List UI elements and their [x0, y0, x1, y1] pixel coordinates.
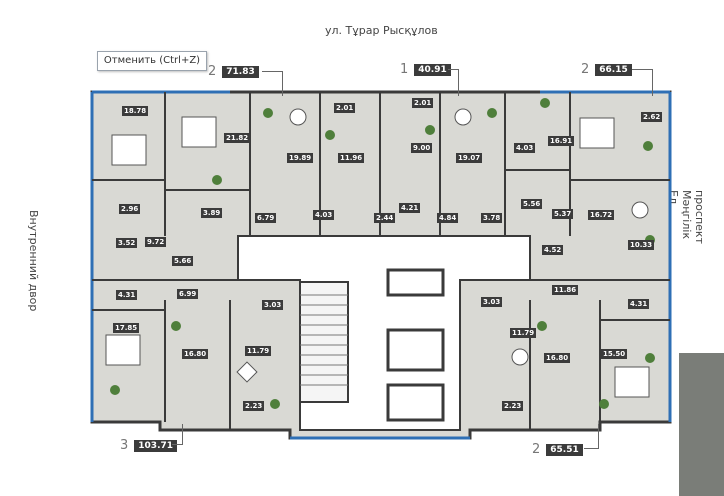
room-area-label: 4.84 — [437, 213, 459, 223]
room-area-label: 19.07 — [456, 153, 483, 163]
room-area-label: 11.96 — [338, 153, 365, 163]
unit-leader-line — [448, 69, 459, 96]
unit-leader-line — [262, 71, 283, 96]
room-area-label: 3.03 — [481, 297, 503, 307]
room-area-label: 4.03 — [313, 210, 335, 220]
room-area-label: 9.72 — [145, 237, 167, 247]
room-area-label: 4.21 — [399, 203, 421, 213]
unit-area: 66.15 — [595, 63, 632, 76]
side-panel-edge — [679, 353, 724, 496]
unit-tag[interactable]: 2 71.83 — [208, 64, 259, 79]
room-area-label: 19.89 — [287, 153, 314, 163]
unit-tag[interactable]: 2 65.51 — [532, 442, 583, 457]
unit-tag[interactable]: 2 66.15 — [581, 62, 632, 77]
room-area-label: 9.00 — [411, 143, 433, 153]
room-area-label: 3.89 — [201, 208, 223, 218]
room-area-label: 5.66 — [172, 256, 194, 266]
room-area-label: 4.31 — [628, 299, 650, 309]
room-area-label: 11.79 — [510, 328, 537, 338]
furniture-beds — [105, 116, 650, 398]
room-area-label: 2.44 — [374, 213, 396, 223]
room-area-label: 2.01 — [334, 103, 356, 113]
elevators — [386, 268, 445, 422]
unit-rooms: 2 — [581, 62, 590, 77]
unit-area: 40.91 — [414, 63, 451, 76]
room-area-label: 16.80 — [544, 353, 571, 363]
room-area-label: 11.79 — [245, 346, 272, 356]
room-area-label: 2.01 — [412, 98, 434, 108]
room-area-label: 4.03 — [514, 143, 536, 153]
street-label-top: ул. Тұрар Рысқұлов — [325, 24, 438, 37]
room-area-label: 6.99 — [177, 289, 199, 299]
room-area-label: 11.86 — [552, 285, 579, 295]
room-area-label: 3.52 — [116, 238, 138, 248]
room-area-label: 2.62 — [641, 112, 663, 122]
room-area-label: 3.78 — [481, 213, 503, 223]
unit-tag[interactable]: 3 103.71 — [120, 438, 178, 453]
unit-leader-line — [584, 424, 599, 449]
room-area-label: 5.56 — [521, 199, 543, 209]
unit-leader-line — [632, 69, 653, 96]
unit-rooms: 1 — [400, 62, 409, 77]
room-area-label: 21.82 — [224, 133, 251, 143]
unit-rooms: 3 — [120, 438, 129, 453]
room-area-label: 4.52 — [542, 245, 564, 255]
room-area-label: 18.78 — [122, 106, 149, 116]
room-area-label: 2.96 — [119, 204, 141, 214]
room-area-label: 16.91 — [548, 136, 575, 146]
windows — [90, 90, 672, 440]
room-area-label: 2.23 — [243, 401, 265, 411]
room-area-label: 4.31 — [116, 290, 138, 300]
room-area-label: 10.33 — [628, 240, 655, 250]
room-area-label: 2.23 — [502, 401, 524, 411]
unit-area: 71.83 — [222, 65, 259, 78]
unit-tag[interactable]: 1 40.91 — [400, 62, 451, 77]
furniture-tables — [236, 108, 649, 383]
room-area-label: 17.85 — [113, 323, 140, 333]
unit-area: 103.71 — [134, 439, 178, 452]
room-area-label: 6.79 — [255, 213, 277, 223]
undo-tooltip: Отменить (Ctrl+Z) — [97, 51, 207, 71]
unit-rooms: 2 — [208, 64, 217, 79]
unit-leader-line — [172, 424, 183, 445]
room-area-label: 15.50 — [601, 349, 628, 359]
room-area-label: 5.37 — [552, 209, 574, 219]
room-area-label: 3.03 — [262, 300, 284, 310]
unit-area: 65.51 — [546, 443, 583, 456]
unit-rooms: 2 — [532, 442, 541, 457]
room-area-label: 16.80 — [182, 349, 209, 359]
stairs — [299, 281, 349, 403]
room-area-label: 16.72 — [588, 210, 615, 220]
